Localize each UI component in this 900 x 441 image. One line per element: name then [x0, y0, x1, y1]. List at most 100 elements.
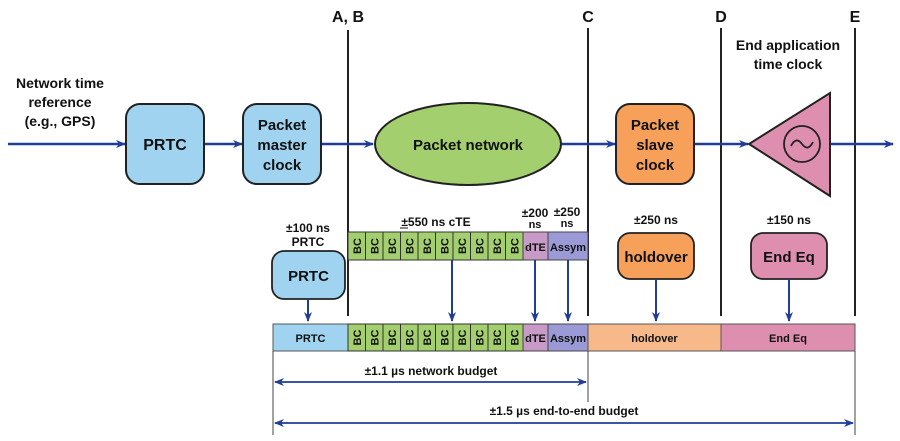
svg-text:clock: clock [636, 157, 675, 174]
svg-text:BC: BC [492, 238, 504, 254]
svg-text:BC: BC [474, 238, 486, 254]
budget-cte: ±550 ns cTE [401, 215, 470, 229]
svg-text:BC: BC [509, 330, 521, 346]
mid-bc-cell: BC [382, 231, 401, 261]
svg-text:(e.g., GPS): (e.g., GPS) [25, 113, 96, 129]
svg-text:holdover: holdover [624, 249, 688, 266]
svg-text:PRTC: PRTC [292, 235, 325, 249]
svg-text:Packet: Packet [631, 117, 679, 134]
svg-text:clock: clock [263, 157, 302, 174]
budget-asym: ±250 ns [554, 205, 581, 230]
mid-bc-cell: BC [417, 231, 436, 261]
svg-text:BC: BC [474, 330, 486, 346]
bottom-bc-cell: BC [382, 323, 401, 352]
svg-text:Assym: Assym [550, 333, 586, 345]
svg-text:BC: BC [439, 330, 451, 346]
bottom-bc-cell: BC [505, 323, 524, 352]
svg-text:time clock: time clock [754, 56, 823, 72]
bottom-asym-cell: Assym [547, 323, 589, 352]
svg-text:±200: ±200 [522, 206, 549, 220]
bottom-bc-cell: BC [452, 323, 471, 352]
svg-text:BC: BC [404, 330, 416, 346]
mid-bc-cell: BC [347, 231, 366, 261]
bottom-bc-cell: BC [470, 323, 489, 352]
mid-bc-cell: BC [365, 231, 384, 261]
svg-text:BC: BC [369, 330, 381, 346]
budget-holdover: ±250 ns [634, 213, 678, 227]
svg-text:dTE: dTE [525, 242, 546, 254]
budget-prtc: ±100 ns PRTC [286, 221, 330, 249]
svg-text:BC: BC [404, 238, 416, 254]
marker-label-ab: A, B [332, 9, 364, 26]
marker-label-c: C [582, 9, 594, 26]
svg-text:PRTC: PRTC [288, 268, 329, 285]
network-budget-label: ±1.1 µs network budget [365, 364, 498, 378]
end-app-label: End application time clock [736, 37, 840, 72]
svg-text:slave: slave [636, 137, 674, 154]
mid-bc-cell: BC [452, 231, 471, 261]
svg-text:BC: BC [457, 238, 469, 254]
svg-text:BC: BC [369, 238, 381, 254]
packet-slave-clock-block: Packet slave clock [615, 103, 695, 185]
e2e-budget-label: ±1.5 µs end-to-end budget [490, 404, 639, 418]
mid-holdover-box: holdover [617, 232, 695, 280]
svg-text:±100 ns: ±100 ns [286, 221, 330, 235]
bottom-bc-cell: BC [365, 323, 384, 352]
mid-endeq-box: End Eq [750, 232, 828, 280]
svg-text:±250: ±250 [554, 205, 581, 219]
svg-text:End application: End application [736, 37, 840, 53]
bottom-dte-cell: dTE [522, 323, 549, 352]
mid-prtc-box: PRTC [271, 250, 346, 300]
mid-dte-cell: dTE [522, 231, 549, 261]
mid-bc-row: BC BC BC BC BC BC BC BC BC BC [347, 231, 524, 261]
svg-text:Packet network: Packet network [413, 137, 524, 154]
svg-text:End Eq: End Eq [763, 249, 815, 266]
mid-bc-cell: BC [400, 231, 419, 261]
budget-endeq: ±150 ns [767, 213, 811, 227]
svg-text:BC: BC [352, 238, 364, 254]
bottom-bc-cell: BC [400, 323, 419, 352]
mid-bc-cell: BC [505, 231, 524, 261]
bottom-bc-cell: BC [435, 323, 454, 352]
mid-bc-cell: BC [470, 231, 489, 261]
oscillator-icon [783, 125, 821, 163]
bottom-prtc-cell: PRTC [272, 323, 349, 352]
bottom-holdover-cell: holdover [587, 323, 722, 352]
svg-text:ns: ns [529, 219, 542, 231]
source-label: Network time reference (e.g., GPS) [16, 75, 104, 129]
svg-text:BC: BC [457, 330, 469, 346]
svg-text:BC: BC [422, 238, 434, 254]
svg-text:dTE: dTE [525, 333, 546, 345]
packet-master-clock-block: Packet master clock [242, 103, 322, 185]
end-application-oscillator [747, 91, 831, 198]
mid-bc-cell: BC [487, 231, 506, 261]
svg-text:PRTC: PRTC [296, 333, 326, 345]
mid-bc-cell: BC [435, 231, 454, 261]
packet-network-cloud: Packet network [374, 102, 562, 186]
svg-text:BC: BC [439, 238, 451, 254]
bottom-bc-cell: BC [417, 323, 436, 352]
bottom-bc-cell: BC [487, 323, 506, 352]
budget-dte: ±200 ns [522, 206, 549, 231]
svg-text:BC: BC [509, 238, 521, 254]
svg-text:master: master [257, 137, 306, 154]
marker-label-d: D [715, 9, 727, 26]
bottom-bc-cell: BC [347, 323, 366, 352]
svg-text:holdover: holdover [631, 333, 678, 345]
mid-asym-cell: Assym [547, 231, 589, 261]
svg-text:BC: BC [387, 238, 399, 254]
svg-text:BC: BC [387, 330, 399, 346]
svg-text:Network time: Network time [16, 75, 104, 91]
svg-text:ns: ns [561, 218, 574, 230]
svg-text:Assym: Assym [550, 242, 586, 254]
prtc-block: PRTC [125, 103, 205, 185]
svg-text:PRTC: PRTC [143, 137, 187, 154]
svg-text:BC: BC [492, 330, 504, 346]
marker-label-e: E [850, 9, 861, 26]
svg-text:BC: BC [422, 330, 434, 346]
svg-text:End Eq: End Eq [769, 333, 807, 345]
svg-text:reference: reference [28, 94, 91, 110]
bottom-endeq-cell: End Eq [720, 323, 856, 352]
